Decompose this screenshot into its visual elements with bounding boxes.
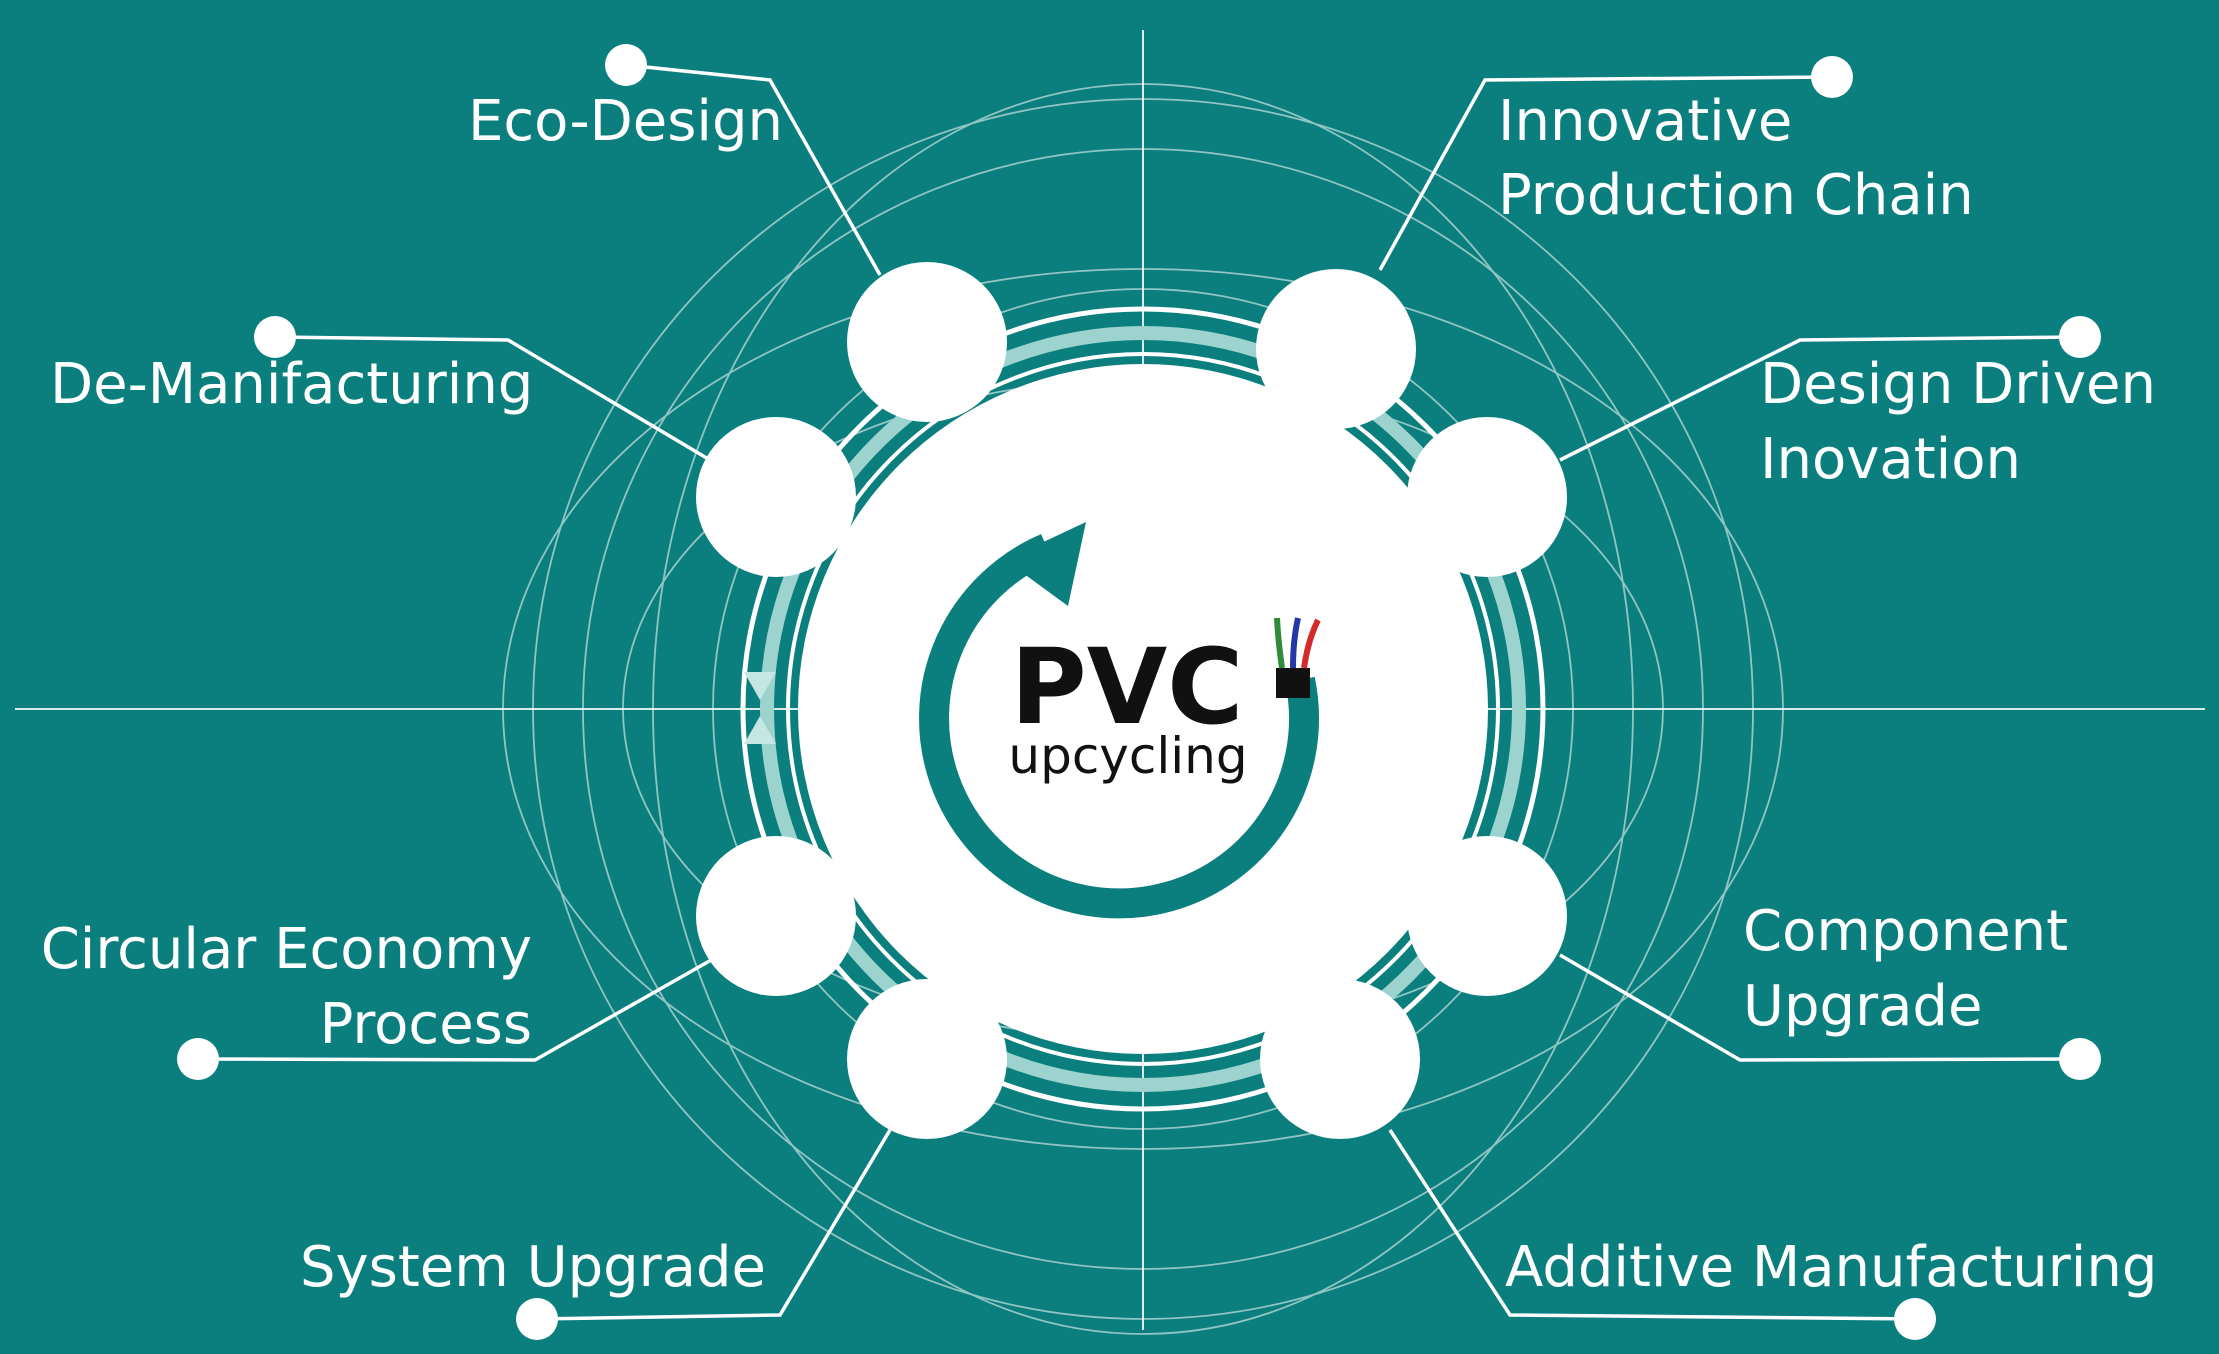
green-wire-icon [1274, 617, 1285, 669]
connector-lines [197, 63, 2081, 1321]
guide-circle [582, 148, 1704, 1270]
ring-arrows [744, 672, 776, 744]
label-circular-line2: Process [320, 992, 532, 1057]
node-system-upgrade [847, 979, 1007, 1139]
label-design-driven-line1: Design Driven [1760, 352, 2156, 417]
system-upgrade-connector [536, 1129, 892, 1321]
label-additive: Additive Manufacturing [1505, 1235, 2157, 1300]
system-upgrade-dot [516, 1298, 558, 1340]
blue-wire-icon [1290, 617, 1301, 669]
label-innovative-line2: Production Chain [1498, 163, 1974, 228]
innovative-dot [1811, 56, 1853, 98]
satellite-nodes [696, 262, 1567, 1139]
outer-ring-line [740, 306, 1546, 1112]
de-manufacturing-dot [254, 316, 296, 358]
label-circular-line1: Circular Economy [41, 917, 532, 982]
node-de-manufacturing [696, 417, 856, 577]
red-wire-icon [1301, 618, 1321, 669]
inner-ring-line [786, 352, 1500, 1066]
node-innovative [1256, 269, 1416, 429]
cable-end-icon [1276, 668, 1310, 698]
component-dot [2059, 1038, 2101, 1080]
circular-arrow-icon [919, 534, 1319, 919]
component-connector [1559, 953, 2081, 1062]
up-arrow-icon [744, 716, 776, 744]
circular-dot [177, 1038, 219, 1080]
labels: Eco-Design Innovative Production Chain D… [41, 89, 2158, 1300]
logo-mark: PVC upcycling [919, 522, 1321, 919]
de-manufacturing-connector [274, 335, 711, 462]
down-arrow-icon [744, 672, 776, 700]
innovative-connector [1378, 75, 1833, 271]
label-de-manufacturing: De-Manifacturing [50, 352, 533, 417]
vertical-guide-ellipse [652, 83, 1634, 1335]
eco-design-connector [625, 63, 882, 276]
arrow-head-icon [1005, 522, 1086, 606]
label-eco-design: Eco-Design [468, 89, 783, 154]
additive-dot [1894, 1298, 1936, 1340]
cycle-ring [740, 306, 1546, 1112]
node-eco-design [847, 262, 1007, 422]
outer-guide-circle [532, 98, 1754, 1320]
additive-connector [1388, 1129, 1916, 1321]
node-circular [696, 836, 856, 996]
label-system-upgrade: System Upgrade [300, 1235, 766, 1300]
label-innovative-line1: Innovative [1498, 89, 1792, 154]
logo-title: PVC [1010, 626, 1243, 748]
design-driven-connector [1559, 335, 2081, 462]
eco-design-dot [605, 44, 647, 86]
horizontal-guide-ellipse [502, 268, 1784, 1150]
node-component [1407, 836, 1567, 996]
label-component-line2: Upgrade [1743, 974, 1982, 1039]
node-design-driven [1407, 417, 1567, 577]
logo-subtitle: upcycling [1008, 727, 1247, 785]
center-disc [798, 364, 1488, 1054]
circular-connector [197, 953, 721, 1062]
inner-ring-track [760, 326, 1526, 1092]
label-component-line1: Component [1743, 899, 2068, 964]
design-driven-dot [2059, 316, 2101, 358]
connector-end-dots [177, 44, 2101, 1340]
label-design-driven-line2: Inovation [1760, 427, 2021, 492]
node-additive [1260, 979, 1420, 1139]
inner-guide-circle [712, 288, 1574, 1130]
